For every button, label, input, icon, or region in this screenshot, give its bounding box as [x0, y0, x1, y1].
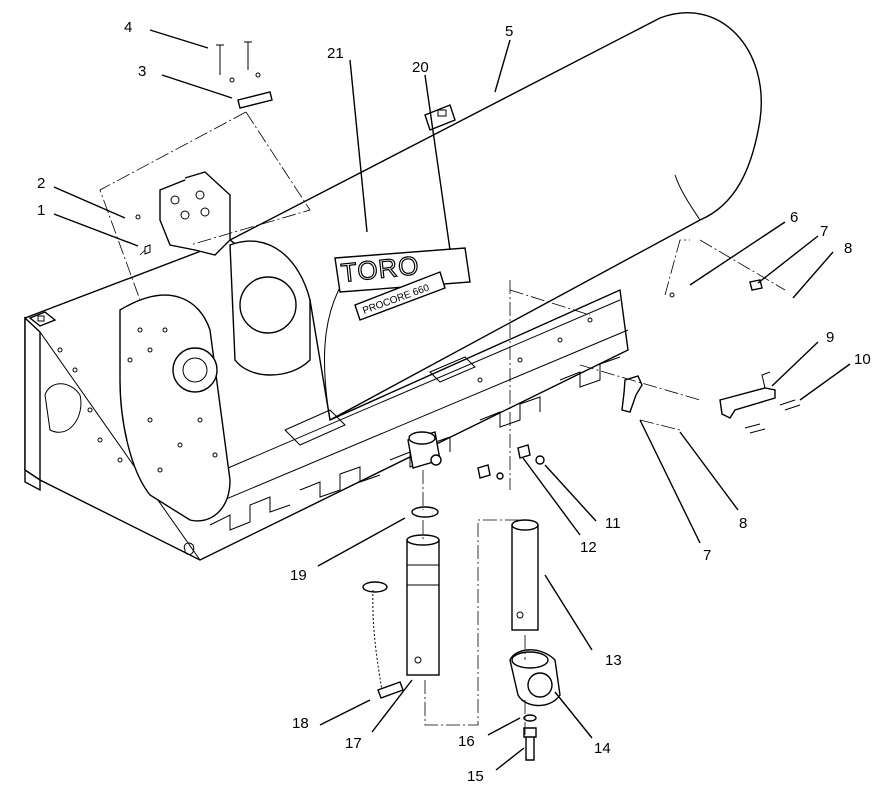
callout-labels: 4 3 2 1 21 20 5 6 7 8 9 10 11 12 8 7 13 …	[37, 19, 871, 785]
leader-lines	[53, 29, 851, 771]
callout-18: 18	[292, 715, 309, 732]
callout-7-top: 7	[820, 223, 828, 240]
callout-17: 17	[345, 735, 362, 752]
callout-5: 5	[505, 23, 513, 40]
callout-20: 20	[412, 59, 429, 76]
callout-2: 2	[37, 175, 45, 192]
callout-21: 21	[327, 45, 344, 62]
callout-11: 11	[605, 515, 621, 532]
callout-13: 13	[605, 652, 622, 669]
callout-19: 19	[290, 567, 307, 584]
callout-8-bottom: 8	[739, 515, 747, 532]
callout-15: 15	[467, 768, 484, 785]
caster-stand	[362, 431, 561, 761]
callout-4: 4	[124, 19, 132, 36]
callout-6: 6	[790, 209, 798, 226]
alignment-lines	[99, 111, 786, 735]
callout-8-top: 8	[844, 240, 852, 257]
callout-10: 10	[854, 351, 871, 368]
callout-3: 3	[138, 63, 146, 80]
callout-12: 12	[580, 539, 597, 556]
callout-14: 14	[594, 740, 611, 757]
handle-assembly	[621, 279, 801, 434]
hitch-bracket	[135, 41, 273, 256]
callout-16: 16	[458, 733, 475, 750]
callout-1: 1	[37, 202, 45, 219]
callout-7-bottom: 7	[703, 547, 711, 564]
callout-9: 9	[826, 329, 834, 346]
